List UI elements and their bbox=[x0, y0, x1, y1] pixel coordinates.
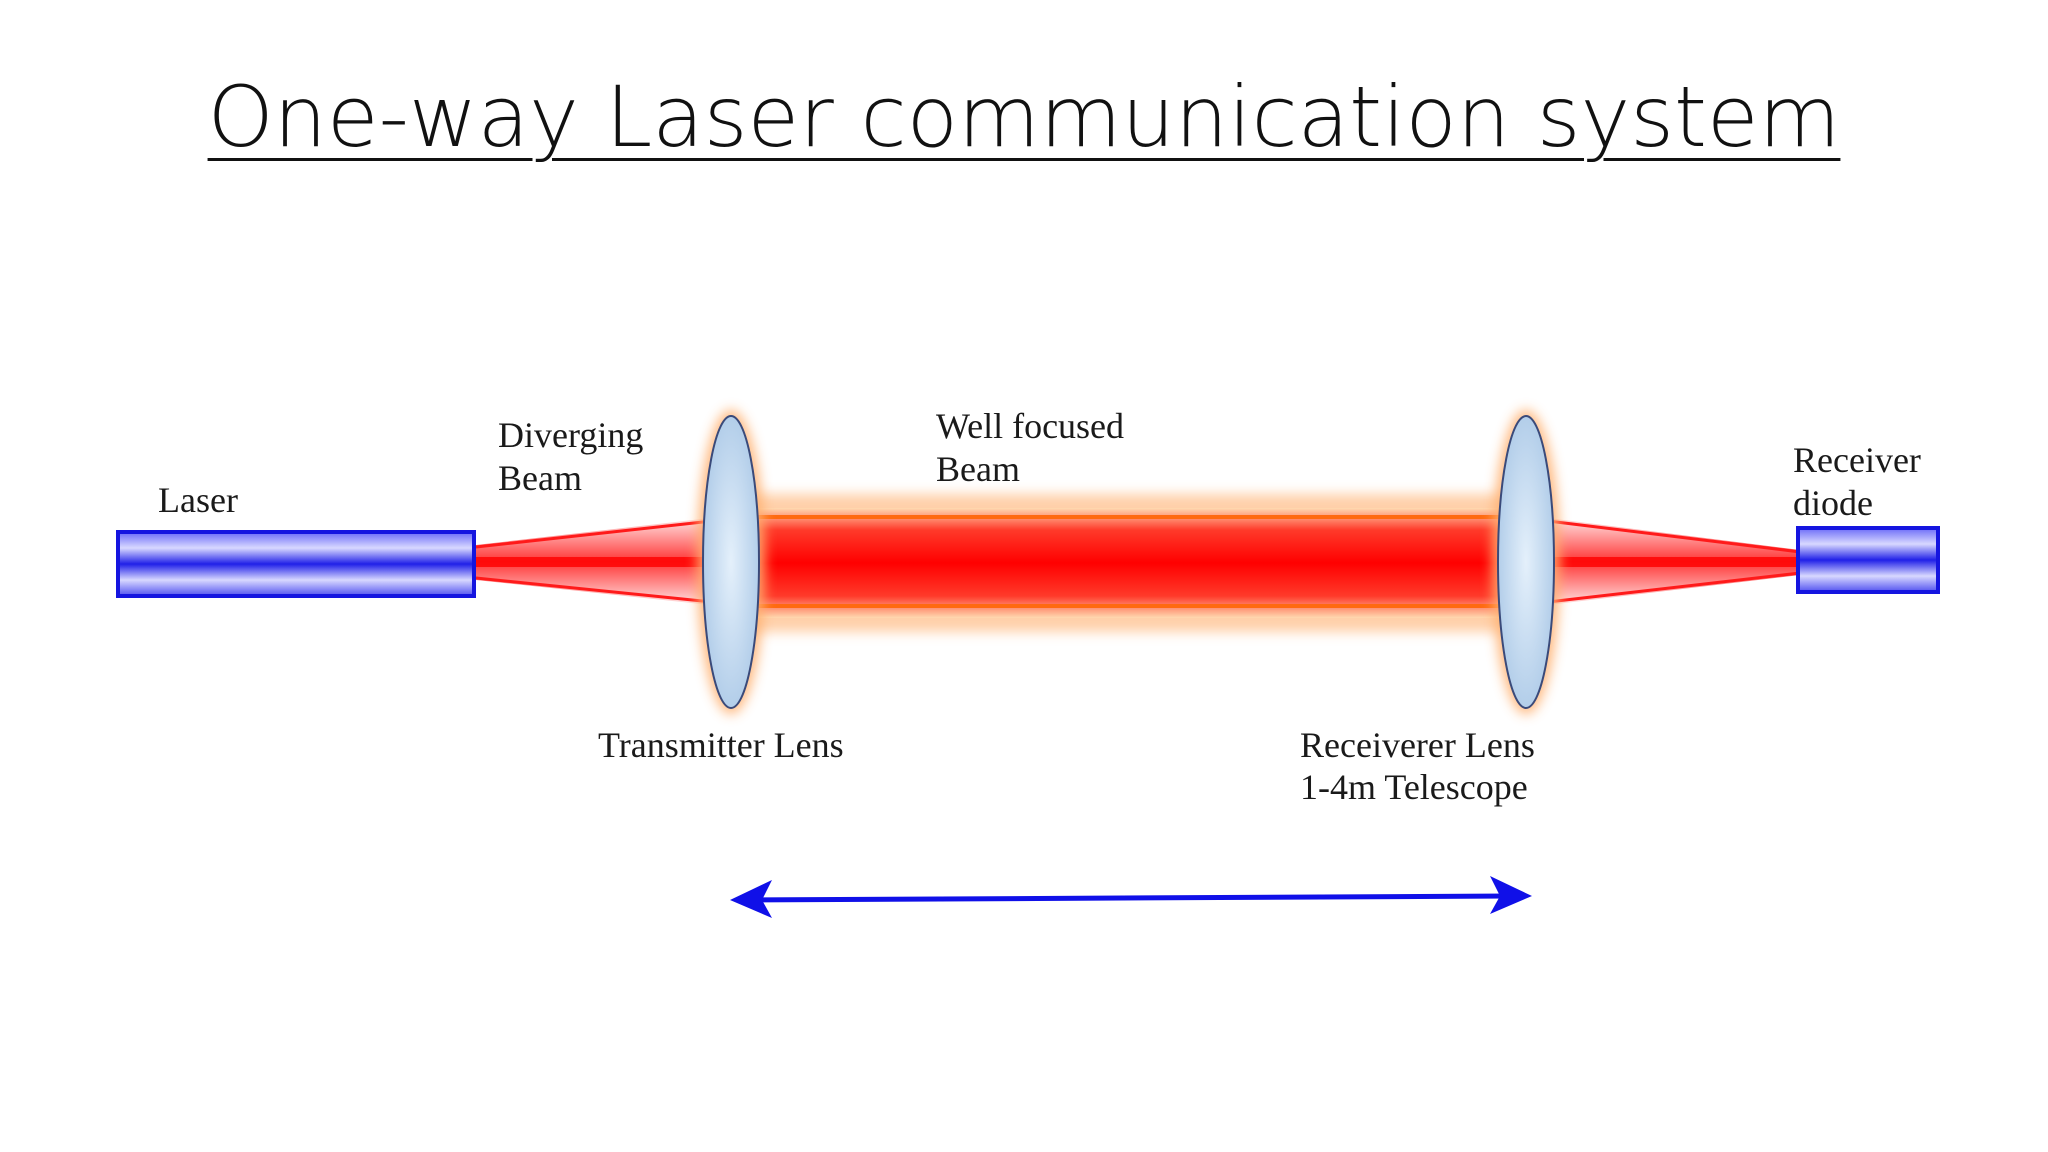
diverging-beam-label-line2: Beam bbox=[498, 458, 582, 498]
transmitter-lens bbox=[702, 415, 760, 709]
laser-device bbox=[116, 530, 476, 598]
receiver-lens-label-line2: 1-4m Telescope bbox=[1300, 767, 1528, 807]
transmitter-lens-label: Transmitter Lens bbox=[598, 725, 844, 765]
converging-beam-edge-top bbox=[1547, 519, 1801, 554]
diverging-beam-edge-top bbox=[475, 519, 713, 549]
distance-arrow-shaft bbox=[744, 893, 1511, 903]
slide-title-text: One-way Laser communication system bbox=[207, 68, 1841, 166]
slide-title: One-way Laser communication system bbox=[0, 62, 2048, 172]
receiver-diode-device bbox=[1796, 526, 1940, 594]
diverging-beam-edge-bottom bbox=[475, 576, 713, 604]
receiver-diode-label-line2: diode bbox=[1793, 483, 1873, 523]
focused-beam-label-line1: Well focused bbox=[936, 406, 1124, 446]
focused-beam bbox=[745, 508, 1505, 618]
focused-beam-label-line2: Beam bbox=[936, 449, 1020, 489]
receiver-lens bbox=[1497, 415, 1555, 709]
diverging-beam-label-line1: Diverging bbox=[498, 415, 643, 455]
distance-arrow-head-left bbox=[730, 880, 772, 918]
converging-beam-edge-bottom bbox=[1547, 571, 1801, 604]
receiver-lens-label-line1: Receiverer Lens bbox=[1300, 725, 1535, 765]
receiver-diode-label-line1: Receiver bbox=[1793, 440, 1921, 480]
distance-arrow-head-right bbox=[1490, 876, 1532, 914]
laser-label: Laser bbox=[158, 480, 238, 520]
